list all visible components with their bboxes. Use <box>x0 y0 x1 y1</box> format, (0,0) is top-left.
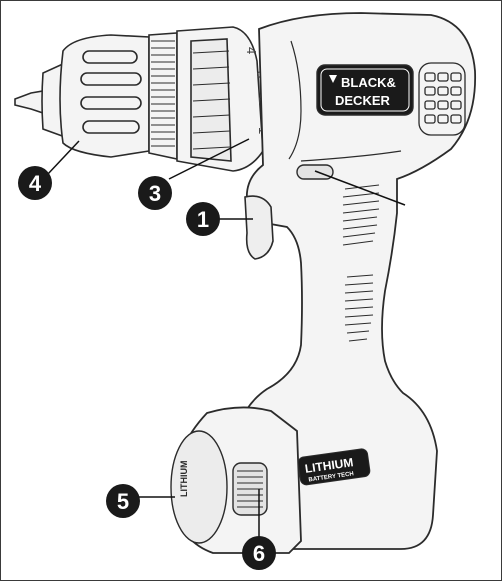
grip-texture-upper <box>342 184 380 246</box>
knurled-ring-ridges <box>151 40 175 147</box>
lithium-badge-main: LITHIUM <box>304 455 354 476</box>
callout-5: 5 <box>106 484 140 518</box>
leader-lines <box>46 138 406 539</box>
callout-4-label: 4 <box>29 171 42 196</box>
grip-texture-lower <box>344 274 374 342</box>
clutch-collar-ridges <box>192 50 231 150</box>
drill-chuck <box>14 32 178 160</box>
callout-1-label: 1 <box>197 207 209 232</box>
battery-end-label: LITHIUM <box>179 461 189 498</box>
battery-release-button <box>232 462 268 516</box>
forward-reverse-slider <box>296 164 334 180</box>
rear-vent-grille <box>418 62 466 136</box>
callout-5-label: 5 <box>117 489 129 514</box>
callout-6-label: 6 <box>253 541 265 566</box>
brand-line-1: BLACK& <box>341 75 396 90</box>
callout-3: 3 <box>138 176 172 210</box>
callout-4: 4 <box>18 166 52 200</box>
battery-end-cap <box>170 430 228 544</box>
callout-1: 1 <box>186 202 220 236</box>
brand-line-2: DECKER <box>335 93 391 108</box>
clutch-setting-4: 4 <box>244 47 259 54</box>
drill-housing <box>232 12 477 550</box>
housing-seam <box>288 40 302 160</box>
brand-logo: BLACK& DECKER <box>316 64 414 116</box>
callout-6: 6 <box>242 536 276 570</box>
callout-3-label: 3 <box>149 181 161 206</box>
trigger <box>244 195 274 260</box>
housing-seam-lower <box>300 150 402 162</box>
